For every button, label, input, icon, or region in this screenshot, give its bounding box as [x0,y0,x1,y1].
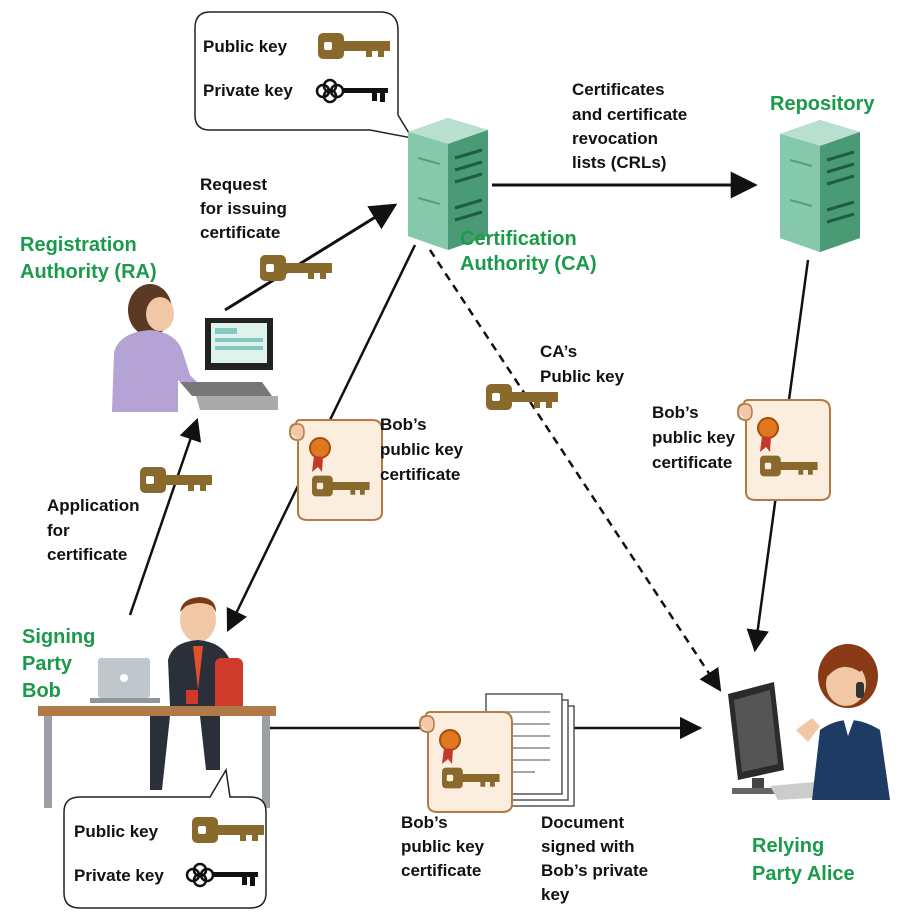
bob-private-key-label: Private key [74,866,164,885]
ca-public-key-flow-icon [486,384,558,410]
cert-from-repo-label: Bob’s public key certificate [652,403,740,472]
ca-name: Certification Authority (CA) [460,228,597,275]
cert-from-repo-icon [737,399,831,501]
ra-name: Registration Authority (RA) [20,234,157,283]
ca-to-alice-dashed [428,249,722,692]
ca-public-key-label: Public key [203,37,288,56]
application-label: Application for certificate [47,496,144,564]
bob-key-callout: Public key Private key [63,767,267,909]
crl-label: Certificates and certificate revocation … [572,80,692,172]
bob-name: Signing Party Bob [22,626,101,702]
bob-public-key-label: Public key [74,822,159,841]
bob-desk-illustration [38,597,276,808]
application-arrow [128,417,202,616]
cert-bottom-icon [419,711,513,813]
request-label: Request for issuing certificate [200,175,292,242]
application-key-icon [140,467,212,493]
cert-bottom-label: Bob’s public key certificate [401,813,489,880]
ca-key-callout: Public key Private key [194,11,414,140]
alice-name: Relying Party Alice [752,835,855,885]
repository-name: Repository [770,93,875,115]
document-label: Document signed with Bob’s private key [541,813,653,904]
cert-from-ca-label: Bob’s public key certificate [380,415,468,484]
ca-public-key-flow-label: CA’s Public key [540,342,625,386]
repository-server-icon [778,118,862,254]
cert-from-ca-icon [289,419,383,521]
alice-illustration [728,644,890,800]
ca-private-key-label: Private key [203,81,293,100]
request-arrow [224,203,398,312]
ra-person-illustration [112,284,278,412]
request-key-icon [260,255,332,281]
